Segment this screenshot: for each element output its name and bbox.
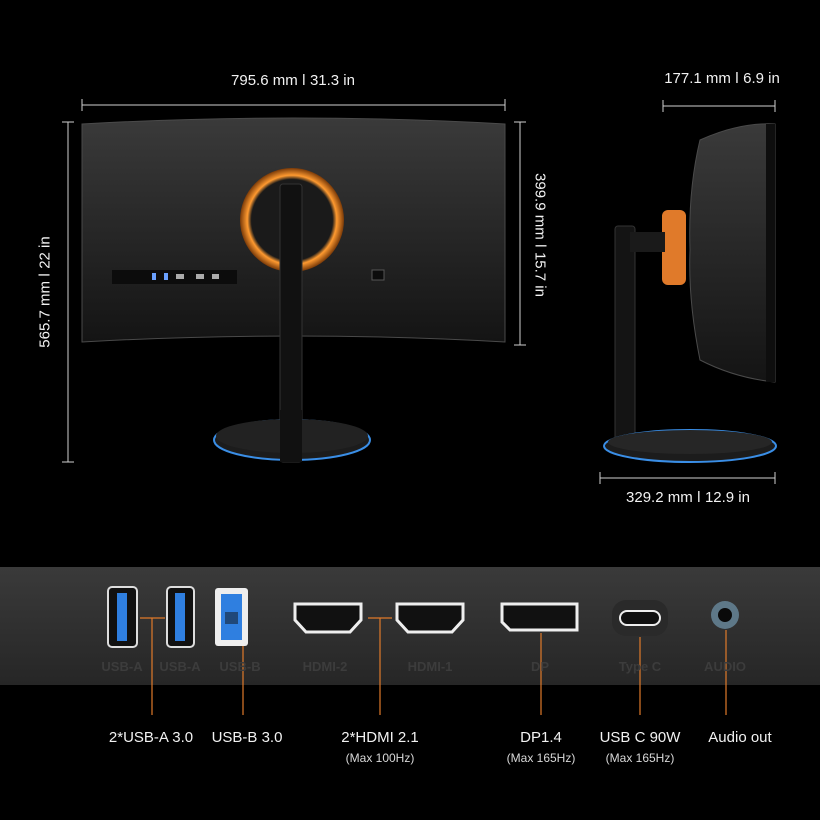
panel-label: HDMI-2 — [302, 659, 348, 674]
monitor-rear-view — [81, 117, 506, 463]
depth-dimension: 177.1 mm ǀ 6.9 in — [664, 70, 780, 87]
total-height-dimension: 565.7 mm ǀ 22 in — [36, 236, 54, 348]
port-label-dp: DP1.4 — [520, 729, 562, 746]
panel-height-dimension: 399.9 mm ǀ 15.7 in — [531, 173, 549, 297]
ports — [107, 586, 739, 648]
port-note-usb-c: (Max 165Hz) — [605, 751, 675, 765]
panel-label: USB-A — [159, 659, 201, 674]
panel-label: HDMI-1 — [407, 659, 453, 674]
width-dimension: 795.6 mm ǀ 31.3 in — [231, 72, 355, 89]
port-label-hdmi: 2*HDMI 2.1 — [341, 729, 419, 746]
port-note-hdmi: (Max 100Hz) — [345, 751, 415, 765]
port-label-usb-b: USB-B 3.0 — [211, 729, 283, 746]
panel-label: DP — [530, 659, 550, 674]
panel-label: AUDIO — [704, 659, 746, 674]
base-depth-dimension: 329.2 mm ǀ 12.9 in — [626, 489, 750, 506]
port-note-dp: (Max 165Hz) — [506, 751, 576, 765]
callout-lines — [140, 617, 727, 715]
panel-label: Type C — [618, 659, 662, 674]
panel-label: USB-A — [101, 659, 143, 674]
monitor-side-view — [603, 123, 777, 463]
port-label-usb-c: USB C 90W — [599, 729, 681, 746]
port-label-audio: Audio out — [708, 729, 772, 746]
port-label-usb-a: 2*USB-A 3.0 — [108, 729, 194, 746]
panel-label: USB-B — [219, 659, 261, 674]
dimension-lines — [62, 99, 776, 484]
